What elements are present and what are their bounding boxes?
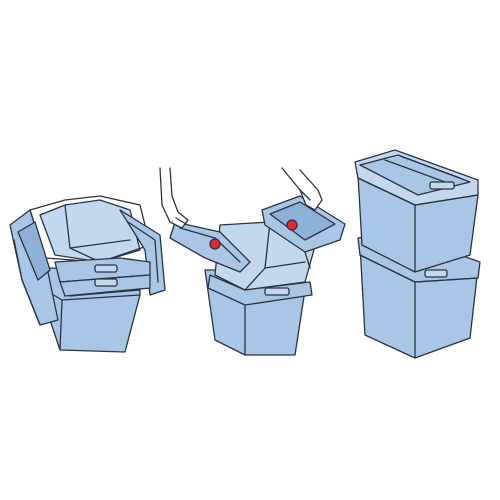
crate-2-left-lid: [169, 221, 251, 273]
open-crate-step-1: [9, 195, 166, 353]
stacked-crates-step-3: [354, 149, 481, 359]
left-lid-red-latch: [209, 238, 221, 250]
closing-lids-step-2: [159, 167, 346, 356]
right-lid-red-latch: [286, 219, 298, 231]
left-hand: [159, 167, 189, 229]
crate-1-right-lid: [119, 209, 166, 296]
crate-1-interior: [39, 199, 141, 263]
